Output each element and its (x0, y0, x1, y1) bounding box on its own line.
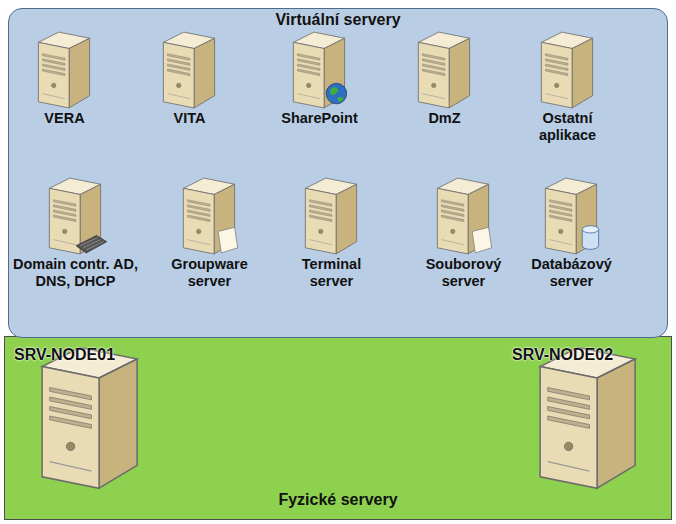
server-icon (34, 28, 96, 110)
server-label: Terminal server (282, 256, 382, 290)
virtual-server: Domain contr. AD, DNS, DHCP (10, 174, 142, 290)
virtual-server: DmZ (400, 28, 490, 127)
server-icon (414, 28, 476, 110)
virtual-server: Terminal server (282, 174, 382, 290)
server-label: DmZ (400, 110, 490, 127)
virtual-server: SharePoint (270, 28, 370, 127)
server-icon (45, 174, 107, 256)
server-icon (433, 174, 495, 256)
server-icon (537, 28, 599, 110)
server-group-band: Virtuální serveryVERA VITA SharePoint DmZ Os… (8, 8, 668, 338)
server-icon (289, 28, 351, 110)
server-label: Domain contr. AD, DNS, DHCP (10, 256, 142, 290)
virtual-server: Ostatní aplikace (518, 28, 618, 144)
server-label: VERA (20, 110, 110, 127)
server-label: Souborový server (414, 256, 514, 290)
physical-server: SRV-NODE01 (14, 340, 169, 492)
virtual-server: VITA (145, 28, 235, 127)
server-icon (541, 174, 603, 256)
physical-server: SRV-NODE02 (512, 340, 667, 492)
server-label: Ostatní aplikace (518, 110, 618, 144)
server-group-band: Fyzické servery SRV-NODE01 SRV-NODE02 (4, 336, 672, 520)
server-label: Databázový server (520, 256, 624, 290)
server-label: VITA (145, 110, 235, 127)
group-title: Fyzické servery (5, 491, 671, 509)
server-label: SRV-NODE02 (512, 346, 613, 364)
server-icon (301, 174, 363, 256)
group-title: Virtuální servery (9, 11, 667, 29)
server-label: Groupware server (160, 256, 260, 290)
virtual-server: VERA (20, 28, 110, 127)
server-label: SharePoint (270, 110, 370, 127)
server-icon (179, 174, 241, 256)
virtual-server: Groupware server (160, 174, 260, 290)
virtual-server: Databázový server (520, 174, 624, 290)
server-label: SRV-NODE01 (14, 346, 115, 364)
virtual-server: Souborový server (414, 174, 514, 290)
server-icon (159, 28, 221, 110)
